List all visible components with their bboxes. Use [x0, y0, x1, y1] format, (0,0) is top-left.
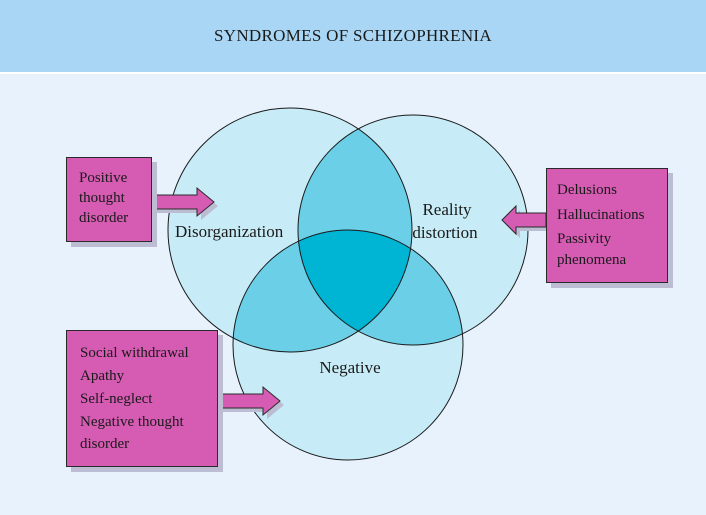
diagram-title: SYNDROMES OF SCHIZOPHRENIA	[214, 26, 492, 45]
box-reality-line: phenomena	[557, 252, 627, 268]
box-positive-line: thought	[79, 190, 125, 206]
box-negative-symptoms: Social withdrawal Apathy Self-neglect Ne…	[66, 330, 218, 467]
overlap-reality-negative	[298, 230, 463, 345]
arrow-positive	[151, 186, 215, 218]
box-negative-line: Social withdrawal	[80, 345, 189, 361]
box-positive-thought-disorder: Positive thought disorder	[66, 157, 152, 242]
title-bar: SYNDROMES OF SCHIZOPHRENIA	[0, 0, 706, 74]
box-negative-line: Negative thought	[80, 414, 184, 430]
outline-disorganization	[167, 107, 413, 353]
label-reality: Reality	[422, 200, 472, 219]
box-positive-line: Positive	[79, 170, 128, 186]
box-negative-line: disorder	[80, 436, 130, 452]
box-positive-line: disorder	[79, 210, 129, 226]
box-reality-line: Passivity	[557, 231, 612, 247]
box-negative-line: Apathy	[80, 368, 125, 384]
box-negative-line: Self-neglect	[80, 391, 153, 407]
box-reality-line: Delusions	[557, 182, 617, 198]
box-reality-symptoms: Delusions Hallucinations Passivity pheno…	[546, 168, 668, 283]
label-negative: Negative	[319, 358, 380, 377]
arrow-reality	[501, 204, 547, 236]
outline-negative	[232, 229, 464, 461]
box-reality-line: Hallucinations	[557, 207, 645, 223]
label-distortion: distortion	[412, 223, 478, 242]
label-disorganization: Disorganization	[175, 222, 284, 241]
arrow-negative	[217, 385, 281, 417]
